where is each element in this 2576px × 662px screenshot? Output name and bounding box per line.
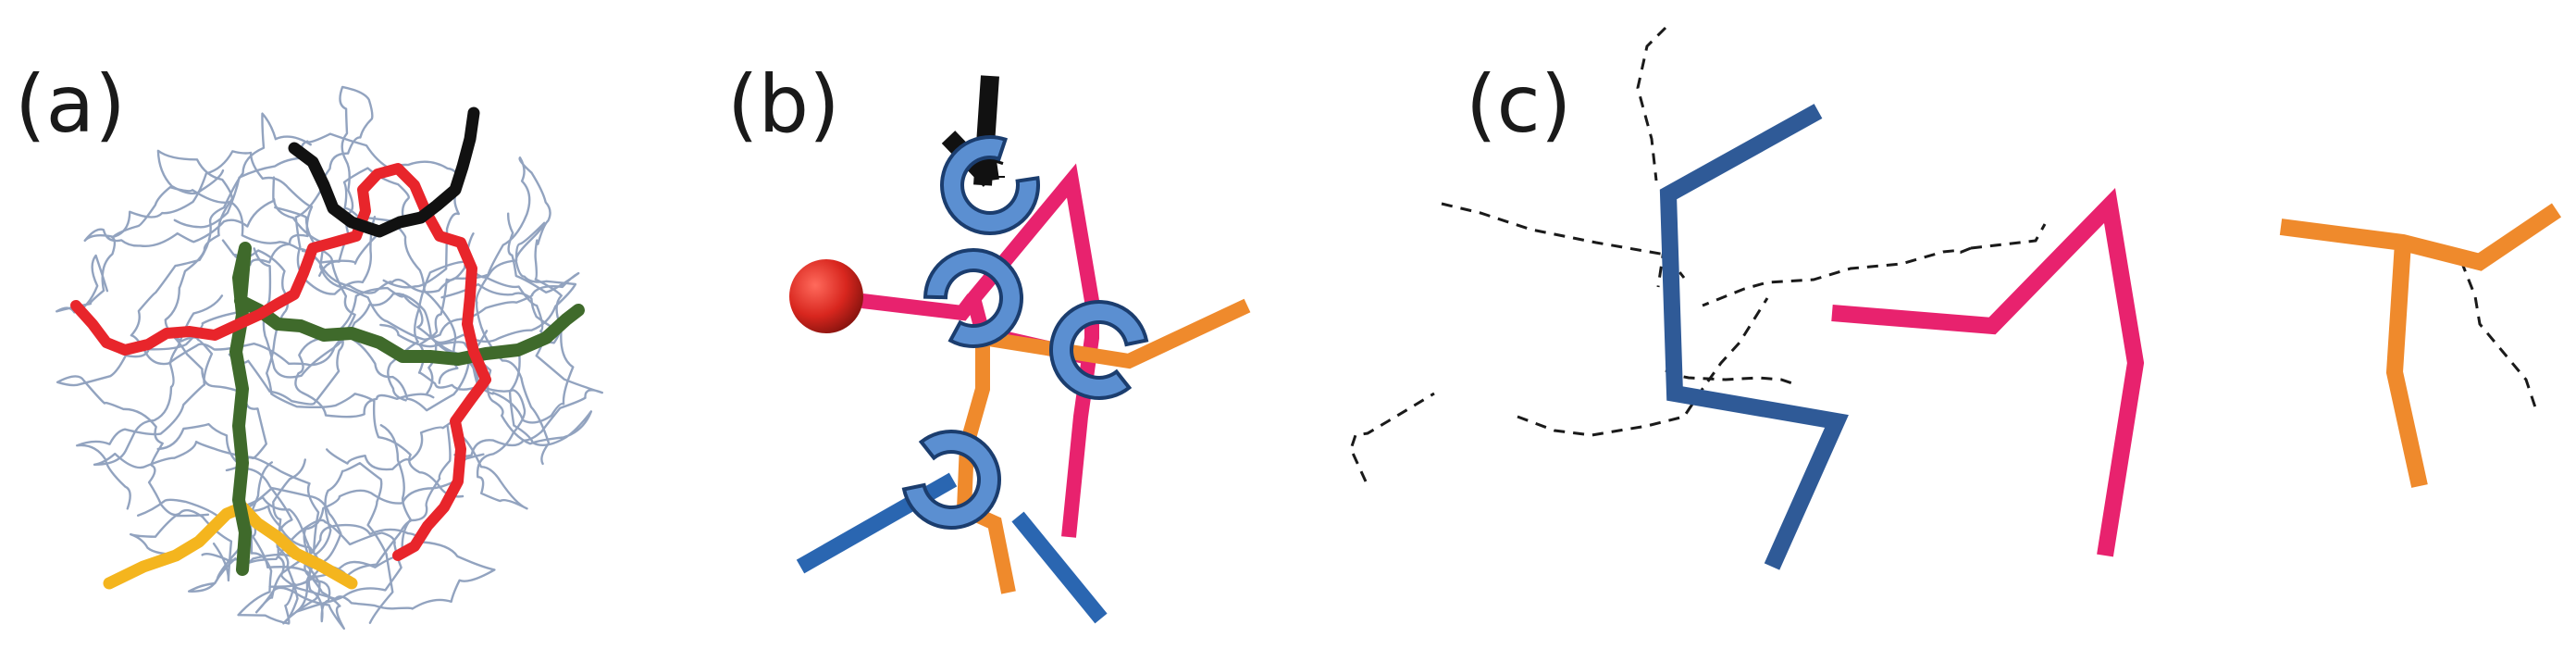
dashed-connector-3	[1349, 297, 1769, 482]
dashed-connector-4	[2459, 260, 2537, 408]
blue-chain-right-b	[1011, 511, 1108, 624]
mesh-strand	[379, 239, 593, 447]
panel-a: (a)	[0, 0, 648, 662]
sliding-ring	[923, 248, 1023, 348]
sliding-rings	[901, 135, 1149, 530]
black-chain	[288, 106, 480, 238]
mesh-strand	[201, 462, 402, 624]
mesh-strand	[188, 453, 485, 623]
mesh-strand	[301, 156, 551, 294]
sliding-ring	[901, 430, 1001, 530]
panel-label-a: (a)	[15, 58, 126, 151]
mesh-strand	[234, 249, 464, 498]
mesh-strand	[93, 294, 267, 469]
mesh-strand	[130, 425, 452, 578]
pink-chain-c	[1831, 187, 2145, 557]
panel-b: (b)	[648, 0, 1295, 662]
mesh-strand	[83, 176, 355, 264]
red-chain	[70, 163, 491, 561]
mesh-strand	[294, 85, 377, 295]
mesh-strand	[225, 456, 345, 631]
orange-chain-c	[2279, 203, 2562, 488]
sliding-ring	[940, 135, 1040, 235]
green-chain	[229, 242, 585, 576]
dashed-connector-2	[1441, 202, 2047, 307]
background-mesh	[56, 85, 603, 631]
panel-c: (c)	[1349, 0, 2576, 662]
mesh-strand	[56, 310, 242, 582]
orange-chain-b	[956, 298, 1251, 594]
chain-segment-diagram	[1349, 26, 2562, 570]
end-bead	[789, 259, 863, 333]
mesh-strand	[130, 112, 356, 367]
sliding-ring	[1049, 300, 1149, 400]
mesh-strand	[387, 260, 603, 458]
dark-blue-chain-c	[1659, 104, 1849, 570]
slide-ring-diagram	[789, 75, 1251, 624]
mesh-strand	[425, 221, 577, 466]
polymer-network-diagram	[56, 85, 603, 631]
panel-label-c: (c)	[1466, 58, 1572, 151]
panel-label-b: (b)	[727, 58, 840, 151]
mesh-strand	[417, 232, 528, 510]
